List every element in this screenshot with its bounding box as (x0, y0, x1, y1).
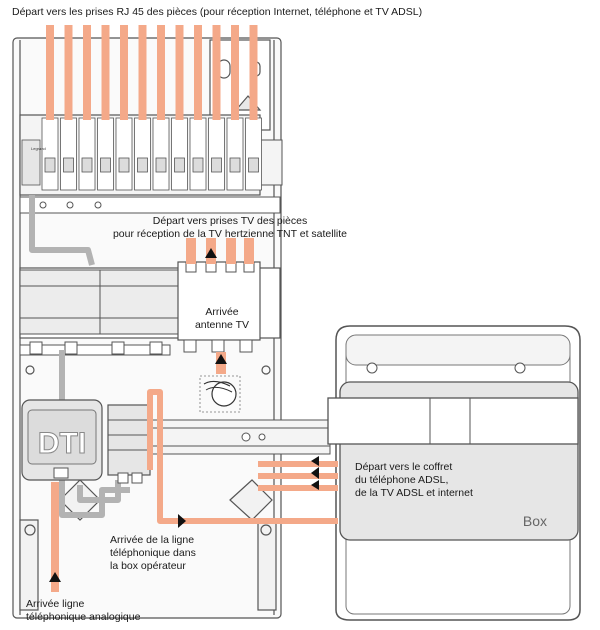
antenna-arrival-cable (199, 352, 241, 413)
rj45-socket (211, 157, 222, 173)
brand-logo: Legrand (31, 146, 46, 151)
rj45-socket (155, 157, 167, 173)
rj45-module (226, 117, 244, 191)
rj45-module (115, 117, 133, 191)
rj45-module (208, 117, 225, 191)
box-departure-arrow-3 (311, 480, 319, 490)
rj45-cable (83, 25, 91, 120)
rj45-module (152, 117, 170, 191)
box-line-arrival-3: la box opérateur (110, 560, 186, 572)
rj45-module (78, 117, 96, 191)
box-departure-arrow-2 (311, 456, 319, 466)
antenna-line-2: antenne TV (194, 319, 250, 331)
box-departure-line-2: du téléphone ADSL, (355, 474, 449, 486)
rj45-module (245, 117, 262, 191)
box-line-arrival-1: Arrivée de la ligne (110, 534, 195, 546)
box-line-arrival-label: Arrivée de la ligne téléphonique dans la… (110, 534, 196, 573)
box-departure-line-3: de la TV ADSL et internet (355, 487, 473, 499)
dti-label: DTI (38, 427, 86, 460)
box-departure-arrow (311, 467, 319, 479)
rj45-module-block: Legrand (19, 114, 283, 214)
rj45-cable (249, 25, 258, 120)
rj45-socket (137, 157, 148, 173)
rj45-departure-label: Départ vers les prises RJ 45 des pièces … (12, 6, 423, 18)
tv-splitter-module (19, 261, 281, 356)
rj45-cable (175, 25, 184, 120)
rj45-socket (192, 157, 204, 173)
grey-cable-splitter (77, 480, 121, 503)
box-arrival-arrow (178, 514, 186, 528)
tv-departure-line-2: pour réception de la TV hertzienne TNT e… (112, 228, 348, 240)
rj45-socket (229, 157, 241, 173)
din-rail (149, 419, 331, 455)
rj45-cable (120, 25, 128, 120)
rj45-module (171, 117, 188, 191)
rj45-cable (212, 25, 221, 120)
antenna-line-1: Arrivée (205, 306, 239, 318)
antenna-arrival-label: Arrivée antenne TV (186, 306, 258, 332)
rj45-module (97, 117, 114, 191)
tv-departure-arrow (205, 248, 217, 258)
operator-box: Box (327, 325, 581, 621)
tv-departure-label: Départ vers prises TV des pièces pour ré… (100, 215, 360, 241)
analog-line-2: téléphonique analogique (26, 611, 141, 623)
box-departure-label: Départ vers le coffret du téléphone ADSL… (355, 461, 473, 500)
rj45-module (134, 117, 151, 191)
box-departure-line-1: Départ vers le coffret (355, 461, 453, 473)
box-line-arrival-2: téléphonique dans (110, 547, 196, 559)
rj45-socket (118, 157, 130, 173)
rj45-socket (63, 157, 74, 173)
grey-cable-rj (29, 195, 95, 266)
rj45-module (41, 117, 59, 191)
rj45-cable (157, 25, 165, 120)
rj45-module (189, 117, 207, 191)
rj45-socket (100, 157, 111, 173)
analog-line-1: Arrivée ligne (26, 598, 85, 610)
rj45-cable (64, 25, 73, 120)
analog-arrival-cable (51, 482, 59, 592)
box-arrival-cable (147, 389, 338, 524)
rj45-socket (81, 157, 93, 173)
box-departure-cables (258, 461, 338, 491)
adsl-splitter (107, 404, 151, 484)
analog-line-label: Arrivée ligne téléphonique analogique (26, 598, 140, 624)
rj45-cable (138, 25, 147, 120)
rj45-cable (194, 25, 202, 120)
rj45-cable (101, 25, 110, 120)
rj45-departure-cables (46, 25, 258, 120)
rj45-module (60, 117, 77, 191)
rj45-socket (44, 157, 56, 173)
rj45-socket (174, 157, 185, 173)
tv-departure-line-1: Départ vers prises TV des pièces (152, 215, 308, 227)
box-label: Box (523, 513, 547, 529)
rj45-cable (231, 25, 239, 120)
rj45-cable (46, 25, 54, 120)
rj45-socket (248, 157, 259, 173)
dti-box: DTI (21, 399, 103, 481)
analog-arrival-arrow (49, 572, 61, 582)
